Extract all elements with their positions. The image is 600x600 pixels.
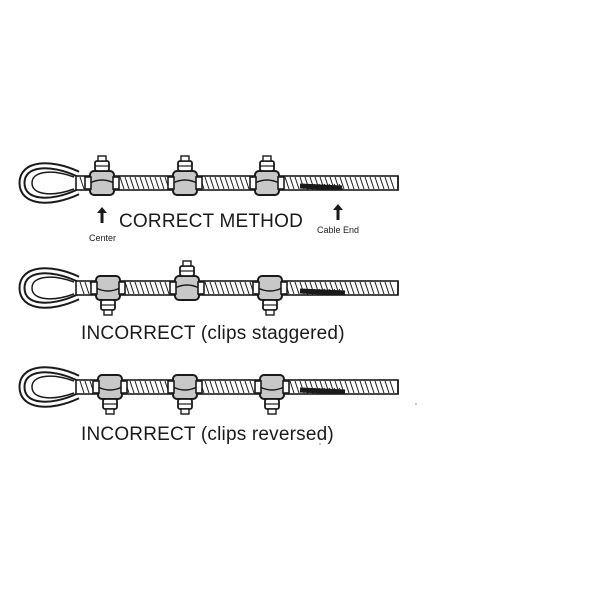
rope-assembly-1 — [18, 155, 399, 204]
rope-assembly-3 — [18, 366, 399, 415]
callout-center: Center — [89, 233, 117, 243]
thimble-eye-3 — [18, 366, 80, 408]
tail-strands-3 — [303, 387, 344, 395]
thimble-eye-2 — [18, 267, 80, 309]
scan-speck — [319, 443, 321, 445]
wire-rope-clip-1-1 — [84, 155, 120, 196]
dead-end-tail-3 — [299, 387, 346, 395]
caption-incorrect-staggered: INCORRECT (clips staggered) — [81, 323, 345, 344]
tail-strands-2 — [303, 288, 344, 296]
wire-rope-clip-2-2 — [169, 260, 205, 301]
wire-rope-clip-3-3 — [254, 374, 290, 415]
wire-rope-clip-3-2 — [167, 374, 203, 415]
caption-incorrect-reversed: INCORRECT (clips reversed) — [81, 424, 334, 445]
tail-strands-1 — [303, 183, 344, 191]
center-arrow-icon — [97, 207, 107, 223]
wire-rope-clip-2-1 — [90, 275, 126, 316]
wire-rope-clip-1-3 — [249, 155, 285, 196]
scan-speck — [415, 403, 417, 405]
dead-end-tail-2 — [299, 288, 346, 296]
caption-correct-method: CORRECT METHOD — [119, 211, 304, 232]
thimble-eye-1 — [18, 162, 80, 204]
cable-end-arrow-icon — [333, 204, 343, 220]
wire-rope-clip-2-3 — [252, 275, 288, 316]
rope-assembly-2 — [18, 260, 399, 316]
wire-rope-clip-3-1 — [92, 374, 128, 415]
callout-cable-end: Cable End — [317, 225, 360, 235]
wire-rope-clip-1-2 — [167, 155, 203, 196]
